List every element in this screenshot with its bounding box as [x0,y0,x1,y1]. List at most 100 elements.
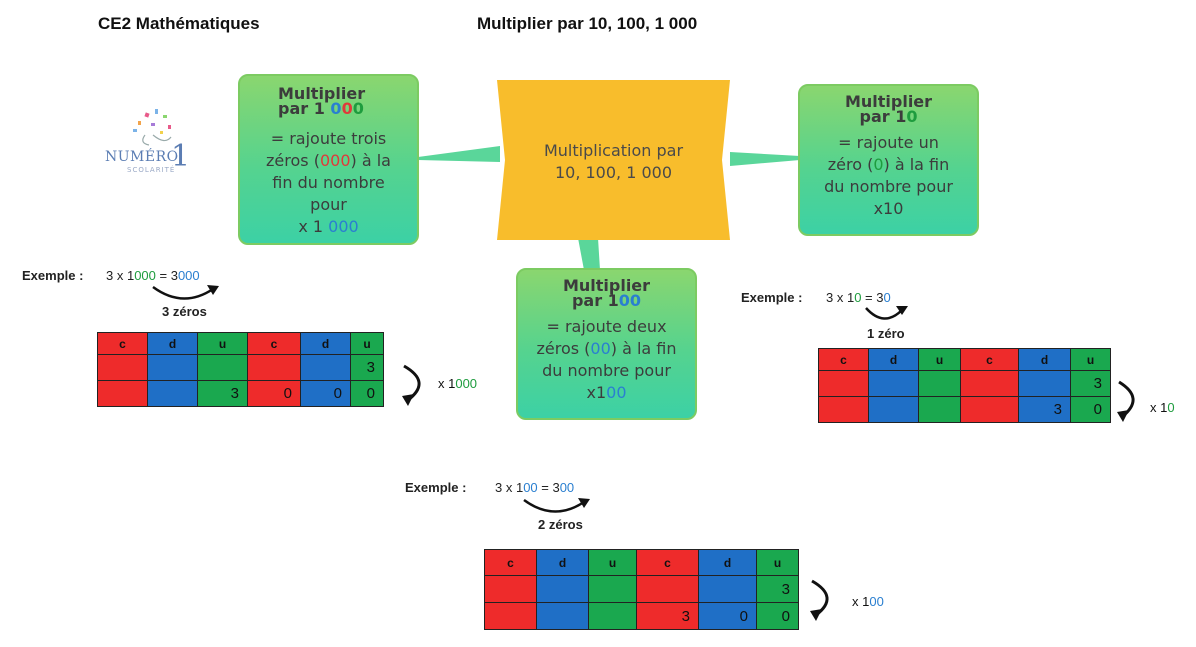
cell: 0 [1070,396,1111,423]
page-title: Multiplier par 10, 100, 1 000 [477,14,698,33]
node-100-zeros: 00 [590,339,611,358]
node-100-title-line1: Multiplier [562,276,651,295]
header-cell: u [918,348,961,371]
header-cell: d [536,549,589,576]
example-10-zeros: 1 zéro [867,326,905,341]
cell [247,354,301,381]
node-1000-title: Multiplier par 1 000 [240,86,417,118]
example-100-zeros: 2 zéros [538,517,583,532]
cell: 3 [1018,396,1071,423]
cell [960,370,1019,397]
header-cell: c [484,549,537,576]
node-10-title-line2: par 10 [800,107,977,126]
mult-part: x 1 [852,594,870,609]
cell: 0 [756,602,799,630]
header-cell: u [350,332,384,355]
node-10-title-line1: Multiplier [844,92,933,111]
node-100-line: = rajoute deux [546,317,667,336]
eq-zeros: 00 [559,480,575,495]
node-100-body: = rajoute deux zéros (00) à la fin du no… [518,316,695,404]
cell: 3 [636,602,699,630]
node-100-title-zeros: 00 [618,291,642,310]
place-value-table-100: c d u c d u 3 3 0 0 [484,549,799,630]
cell [536,602,589,630]
cell [536,575,589,603]
node-10-text: x1 [873,199,894,218]
node-10-title-zero: 0 [906,107,918,126]
node-1000-line: = rajoute trois [270,129,387,148]
cell [300,354,351,381]
cell [484,575,537,603]
example-1000-label: Exemple : [22,268,84,283]
logo: NUMÉRO 1 SCOLARITÉ [105,105,200,185]
curved-arrow-icon [810,579,829,621]
cell [147,380,198,407]
eq-part: = 3 [155,268,178,283]
connector-bottom [578,238,600,270]
node-1000-text: x 1 [298,217,329,236]
cell [588,575,637,603]
header-cell: u [197,332,248,355]
logo-text: NUMÉRO [105,149,179,165]
node-1000-body: = rajoute trois zéros (000) à la fin du … [240,128,417,238]
cell: 3 [1070,370,1111,397]
node-10-body: = rajoute un zéro (0) à la fin du nombre… [800,132,977,220]
node-10-line: x10 [800,198,977,220]
cell [960,396,1019,423]
cell: 0 [350,380,384,407]
connector-right [730,152,800,166]
cell [918,370,961,397]
arc-arrow-icon [865,306,908,320]
cell: 0 [300,380,351,407]
curved-arrow-icon [402,364,421,406]
node-1000-title-part: par 1 [278,99,331,118]
node-100-line: du nombre pour [542,361,671,380]
multiplier-10-label: x 10 [1150,400,1175,415]
example-1000-equation: 3 x 1000 = 3000 [106,268,200,283]
cell: 0 [247,380,301,407]
node-1000-text: zéros ( [266,151,320,170]
cell: 3 [756,575,799,603]
cell [484,602,537,630]
node-100-text: ) à la fin [610,339,677,358]
node-10-zero: 0 [873,155,884,174]
node-1000-line: zéros (000) à la [240,150,417,172]
node-10-text: zéro ( [827,155,874,174]
node-100-line: zéros (00) à la fin [518,338,695,360]
header-cell: d [147,332,198,355]
eq-part: 3 x 1 [106,268,135,283]
node-10-zero: 0 [893,199,904,218]
eq-zeros: 0 [854,290,862,305]
node-10-title-part: par 1 [859,107,907,126]
example-10-label: Exemple : [741,290,803,305]
node-1000-zeros: 000 [319,151,351,170]
eq-zeros: 000 [177,268,200,283]
header-cell: d [868,348,919,371]
node-100-line: x100 [518,382,695,404]
node-1000-line: x 1 000 [240,216,417,238]
mult-part: x 1 [1150,400,1168,415]
node-1000-title-zero: 0 [341,99,353,118]
node-10-line: du nombre pour [824,177,953,196]
logo-confetti-icon [133,109,172,146]
node-10-text: ) à la fin [883,155,950,174]
header-cell: c [818,348,869,371]
header-cell: u [588,549,637,576]
multiplier-100-label: x 100 [852,594,884,609]
connector-left [418,146,500,162]
node-10-line: zéro (0) à la fin [800,154,977,176]
eq-zeros: 0 [883,290,891,305]
node-multiply-1000: Multiplier par 1 000 = rajoute trois zér… [238,74,419,245]
cell [97,354,148,381]
multiplier-1000-label: x 1000 [438,376,477,391]
node-1000-title-zero: 0 [352,99,364,118]
header-cell: d [698,549,757,576]
node-multiply-10: Multiplier par 10 = rajoute un zéro (0) … [798,84,979,236]
eq-part: 3 x 1 [826,290,855,305]
node-100-title: Multiplier par 100 [518,276,695,310]
cell: 3 [350,354,384,381]
place-value-table-10: c d u c d u 3 3 0 [818,348,1111,423]
node-10-line: = rajoute un [838,133,939,152]
center-node: Multiplication par 10, 100, 1 000 [492,80,735,240]
cell: 3 [197,380,248,407]
